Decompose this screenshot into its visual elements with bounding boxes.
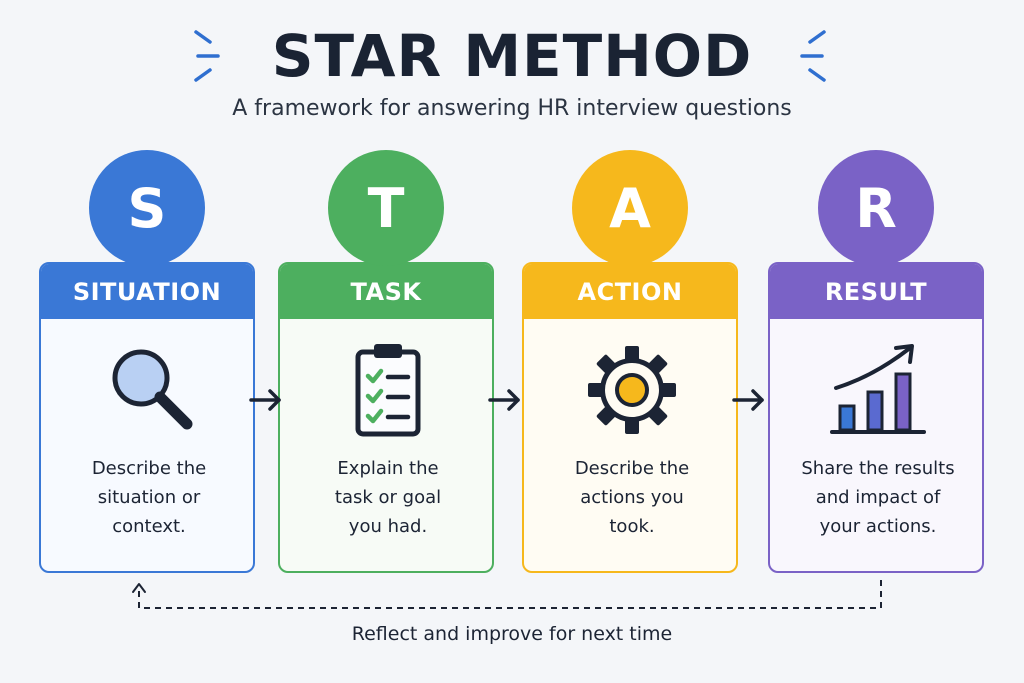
sparkle-left-icon bbox=[194, 30, 220, 82]
step-label: SITUATION bbox=[41, 264, 253, 319]
step-letter-badge: T bbox=[328, 150, 444, 266]
step-description: Describe the actions you took. bbox=[574, 458, 690, 537]
step-label: TASK bbox=[280, 264, 492, 319]
step-letter-badge: S bbox=[89, 150, 205, 266]
step-description: Explain the task or goal you had. bbox=[334, 458, 442, 537]
step-situation: S SITUATION Describe the situation or co… bbox=[39, 150, 255, 574]
step-label: ACTION bbox=[524, 264, 736, 319]
step-task: T TASK Explain the task or goal you had. bbox=[278, 150, 494, 574]
sparkle-right-icon bbox=[800, 30, 826, 82]
page-title: STAR METHOD bbox=[271, 22, 753, 90]
step-card: TASK Explain the task or goal you had. bbox=[278, 262, 494, 573]
step-description: Share the results and impact of your act… bbox=[801, 458, 955, 537]
step-label: RESULT bbox=[770, 264, 982, 319]
step-card: SITUATION Describe the situation or cont… bbox=[39, 262, 255, 573]
arrow-right-icon bbox=[249, 389, 281, 411]
step-card: ACTION Describe the actions you took. bbox=[522, 262, 738, 573]
clipboard-checklist-icon bbox=[355, 344, 421, 437]
feedback-loop-label: Reflect and improve for next time bbox=[351, 623, 673, 645]
arrow-right-icon bbox=[732, 389, 764, 411]
arrow-right-icon bbox=[488, 389, 520, 411]
step-description: Describe the situation or context. bbox=[91, 458, 207, 537]
growth-chart-icon bbox=[830, 344, 926, 434]
gear-icon bbox=[588, 346, 676, 434]
magnifying-glass-icon bbox=[112, 349, 193, 430]
step-letter-badge: R bbox=[818, 150, 934, 266]
page-subtitle: A framework for answering HR interview q… bbox=[232, 96, 792, 121]
step-result: R RESULT Share the results and impact of… bbox=[768, 150, 984, 574]
step-letter-badge: A bbox=[572, 150, 688, 266]
step-card: RESULT Share the results and impact of y… bbox=[768, 262, 984, 573]
step-action: A ACTION Describe the actions you took. bbox=[522, 150, 738, 574]
